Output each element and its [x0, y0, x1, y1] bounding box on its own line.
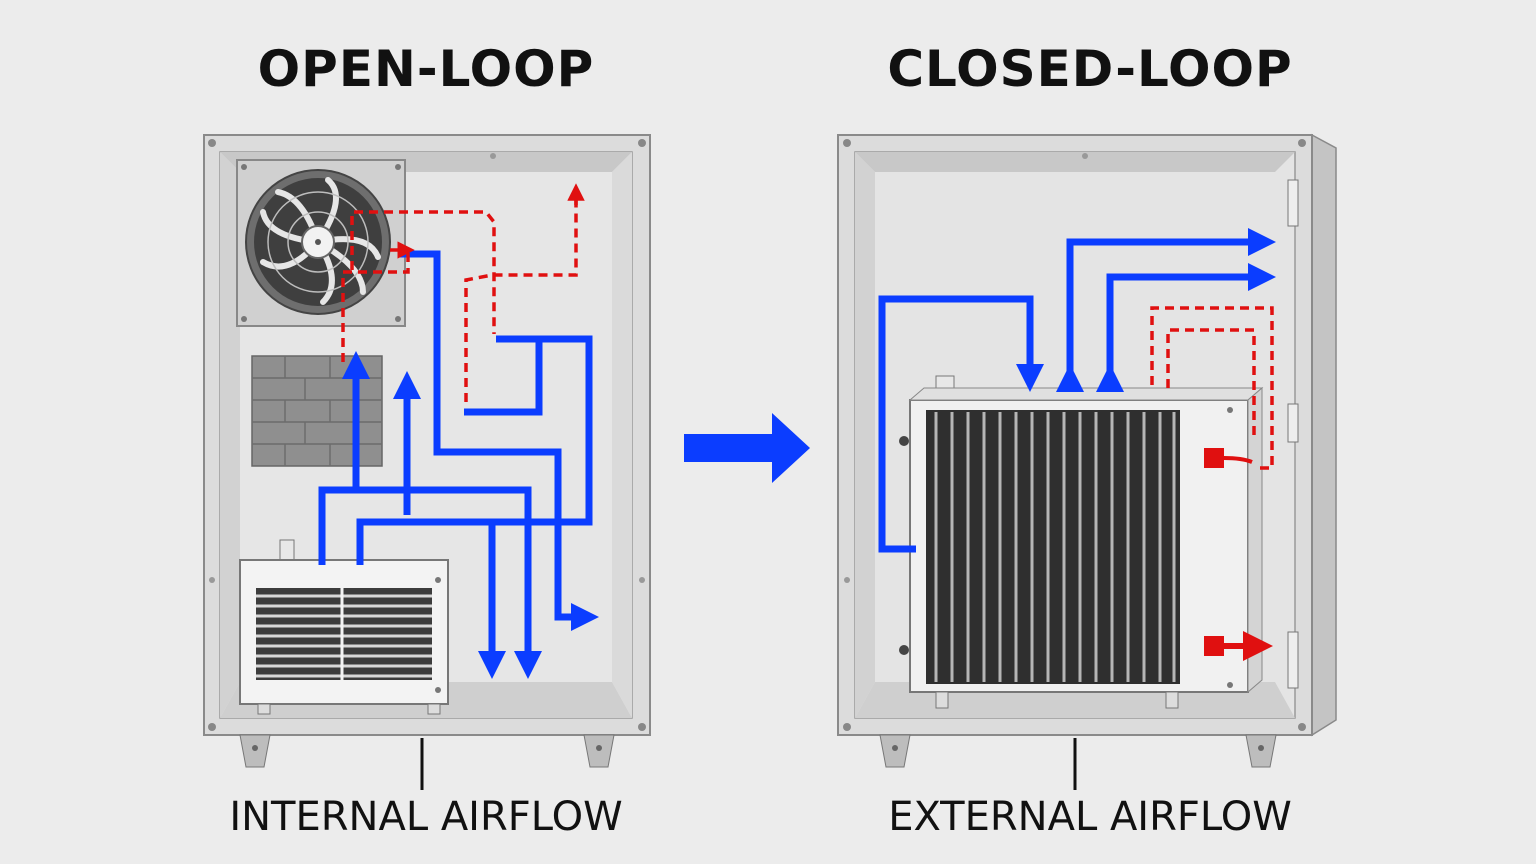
open-loop-cool-airflow — [318, 250, 599, 679]
external-airflow-caption: EXTERNAL AIRFLOW — [888, 794, 1292, 840]
heat-exchanger — [899, 375, 1264, 709]
closed-loop-cool-airflow — [878, 228, 1276, 553]
closed-loop-hot-airflow — [1150, 306, 1274, 661]
open-loop-title: OPEN-LOOP — [257, 40, 595, 98]
ac-unit — [239, 539, 449, 715]
transition-arrow — [684, 413, 810, 483]
internal-airflow-caption: INTERNAL AIRFLOW — [229, 794, 623, 840]
closed-loop-title: CLOSED-LOOP — [887, 40, 1293, 98]
filter-grille — [251, 355, 383, 467]
open-loop-hot-airflow — [341, 183, 585, 402]
fan-icon — [236, 159, 406, 327]
